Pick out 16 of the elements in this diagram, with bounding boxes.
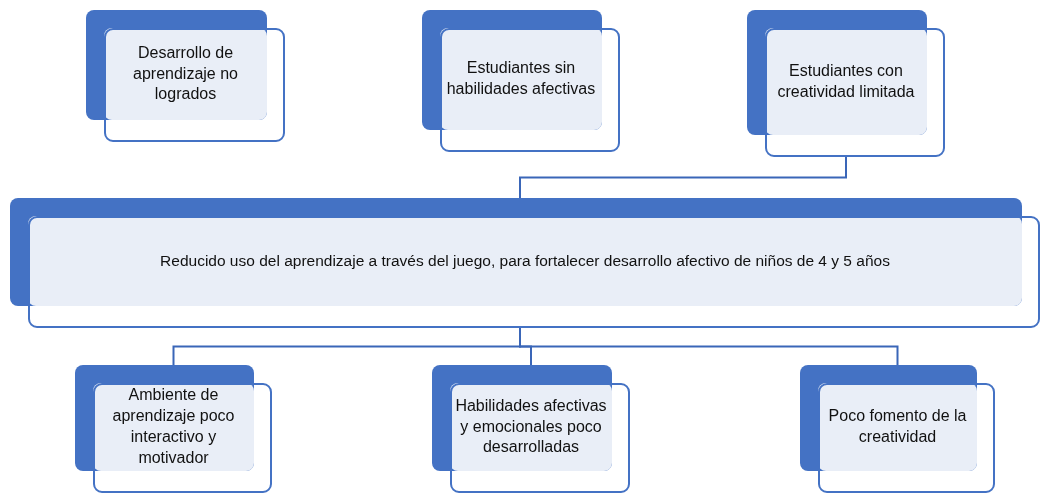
box-text: Poco fomento de la creatividad [827,406,968,447]
process-box [432,365,630,493]
box-text: Desarrollo de aprendizaje no logrados [132,42,239,105]
box-text: Ambiente de aprendizaje poco interactivo y motivador [111,385,236,468]
process-box [422,10,620,152]
connector-line [519,156,847,199]
process-box [86,10,285,142]
box-text: Habilidades afectivas y emocionales poco desarrolladas [454,395,608,458]
box-text: Estudiantes con creatividad limitada [776,60,916,102]
process-box [10,198,1040,328]
process-box [75,365,272,493]
process-box [800,365,995,493]
process-box [747,10,945,157]
box-text: Reducido uso del aprendizaje a través del juego, para fortalecer desarrollo afectivo de niños de 4 y 5 años [160,250,890,271]
connector-line [519,327,899,366]
box-text: Estudiantes sin habilidades afectivas [445,58,597,99]
